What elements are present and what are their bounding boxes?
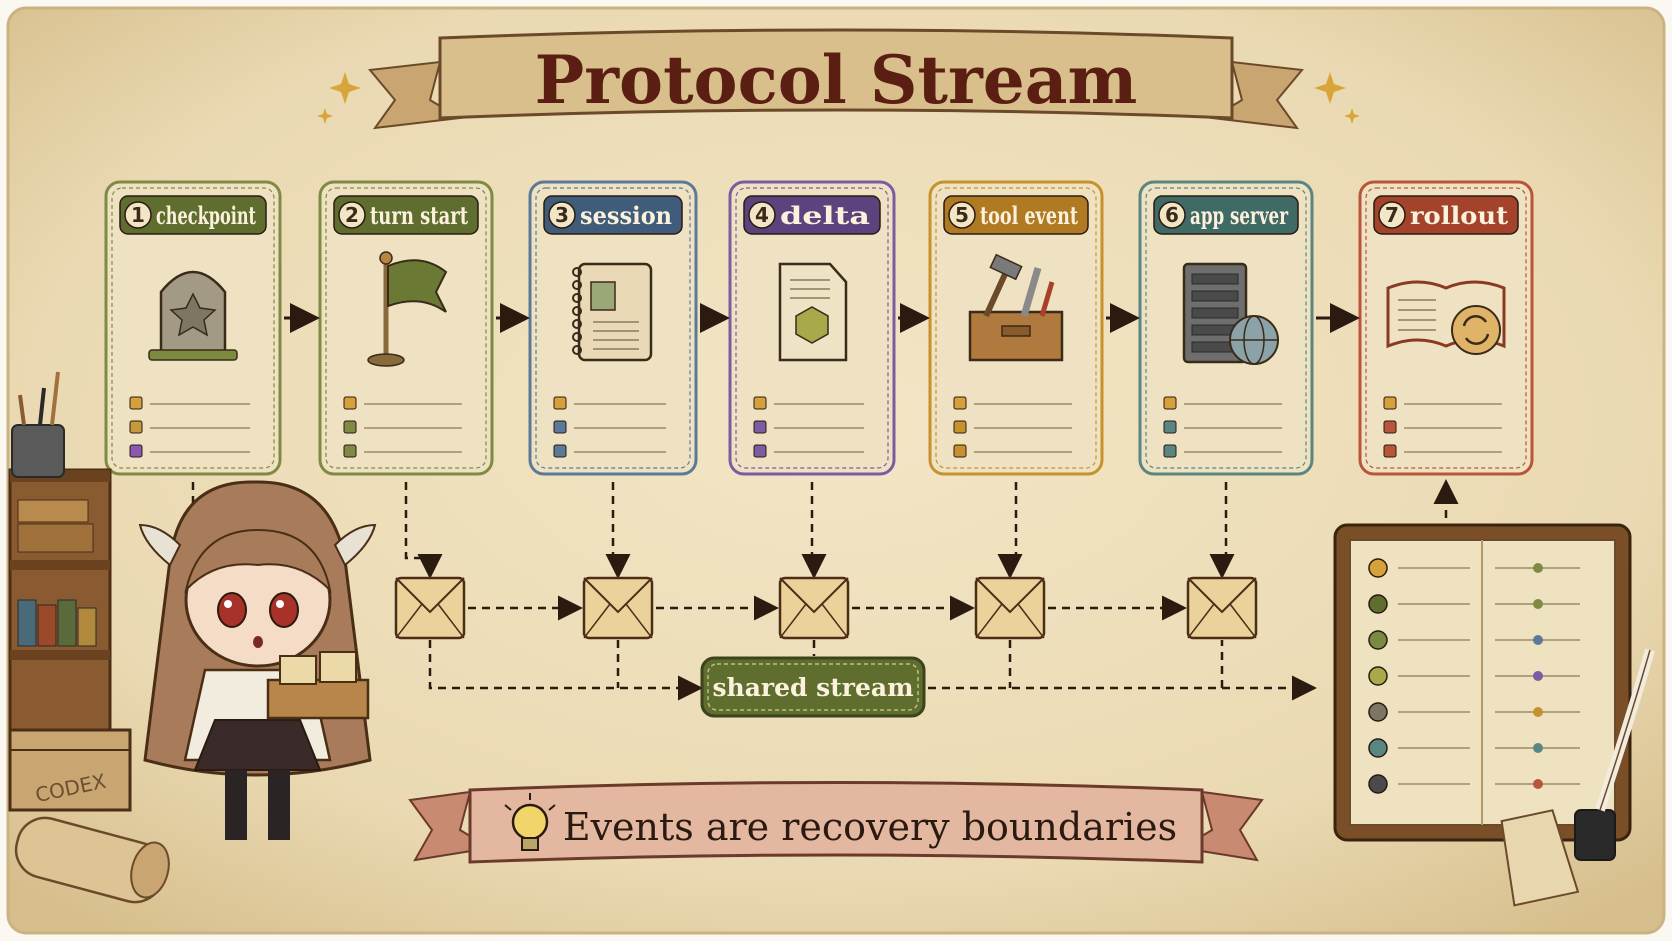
dashed-connector (404, 482, 443, 579)
event-envelopes (191, 479, 1459, 701)
ledger-row-icon (1368, 630, 1388, 650)
stage-label: checkpoint (156, 201, 256, 230)
shared-stream-label: shared stream (712, 673, 913, 702)
flag-icon (367, 251, 448, 367)
bullet-marker (129, 420, 143, 434)
stage-label: rollout (1410, 201, 1508, 230)
ledger-dot (1533, 671, 1543, 681)
codex-crate-icon: CODEX (8, 728, 132, 812)
ledger-dot (1533, 779, 1543, 789)
bullet-marker (553, 396, 567, 410)
server-globe-icon (1182, 262, 1279, 365)
stage-card-7: 7 rollout (1358, 180, 1534, 476)
ledger-row-icon (1368, 702, 1388, 722)
stage-number: 6 (1165, 203, 1179, 227)
stage-cards: 1 checkpoint 2 turn start 3 session 4 delta 5 too… (104, 180, 1534, 476)
bullet-marker (753, 420, 767, 434)
scroll-icon (14, 816, 170, 904)
bullet-marker (953, 396, 967, 410)
lightbulb-icon (504, 793, 556, 851)
stage-card-4: 4 delta (728, 180, 896, 476)
stage-label: turn start (370, 201, 468, 230)
stage-number: 2 (345, 203, 359, 227)
ledger-row-icon (1368, 774, 1388, 794)
envelope-icon (1186, 576, 1258, 640)
dashed-connector (605, 482, 631, 579)
ledger-row-icon (1368, 738, 1388, 758)
bullet-marker (753, 444, 767, 458)
bullet-marker (553, 444, 567, 458)
bullet-marker (1163, 420, 1177, 434)
envelope-icon (974, 576, 1046, 640)
character-mascot (138, 480, 377, 840)
bullet-marker (343, 396, 357, 410)
stage-card-3: 3 session (528, 180, 698, 476)
stage-card-2: 2 turn start (318, 180, 494, 476)
stage-card-1: 1 checkpoint (104, 180, 282, 476)
ledger-board-icon (1333, 523, 1655, 907)
bullet-marker (129, 444, 143, 458)
dashed-connector (428, 640, 703, 701)
ledger-row-icon (1368, 666, 1388, 686)
stage-number: 1 (131, 203, 145, 227)
ledger-dot (1533, 599, 1543, 609)
stage-label: tool event (980, 201, 1078, 230)
stage-number: 4 (755, 203, 769, 227)
ledger-dot (1533, 635, 1543, 645)
sparkle-icon (317, 72, 1360, 124)
page-title: Protocol Stream (535, 41, 1138, 119)
stage-number: 7 (1385, 203, 1399, 227)
envelope-icon (778, 576, 850, 640)
notebook-icon (572, 262, 653, 362)
envelope-icon (582, 576, 654, 640)
bullet-marker (343, 444, 357, 458)
stage-label: delta (780, 201, 870, 230)
footer-caption: Events are recovery boundaries (563, 805, 1177, 849)
ledger-dot (1533, 743, 1543, 753)
bullet-marker (129, 396, 143, 410)
bullet-marker (1383, 420, 1397, 434)
bullet-marker (953, 420, 967, 434)
bullet-marker (1163, 396, 1177, 410)
gravestone-icon (148, 270, 238, 361)
bullet-marker (753, 396, 767, 410)
toolbox-icon (968, 253, 1064, 362)
bullet-marker (343, 420, 357, 434)
ledger-row-icon (1368, 558, 1388, 578)
pencil-cup-icon (11, 371, 65, 478)
stage-card-5: 5 tool event (928, 180, 1104, 476)
stage-card-6: 6 app server (1138, 180, 1314, 476)
dashed-connector (997, 482, 1023, 579)
stage-label: session (580, 201, 672, 230)
ledger-row-icon (1368, 594, 1388, 614)
stage-label: app server (1190, 201, 1288, 230)
bullet-marker (1163, 444, 1177, 458)
ledger-dot (1533, 563, 1543, 573)
document-cube-icon (778, 262, 848, 362)
dashed-connector (1209, 482, 1235, 579)
shared-stream-pill: shared stream (700, 656, 926, 718)
bullet-marker (553, 420, 567, 434)
bullet-marker (1383, 444, 1397, 458)
stage-number: 5 (955, 203, 969, 227)
envelope-icon (394, 576, 466, 640)
ledger-dot (1533, 707, 1543, 717)
footer-banner: Events are recovery boundaries (408, 781, 1264, 864)
bullet-marker (953, 444, 967, 458)
dashed-connector (801, 482, 827, 579)
bullet-marker (1383, 396, 1397, 410)
book-refresh-icon (1386, 280, 1506, 355)
stage-number: 3 (555, 203, 569, 227)
title-banner: Protocol Stream (368, 28, 1304, 130)
